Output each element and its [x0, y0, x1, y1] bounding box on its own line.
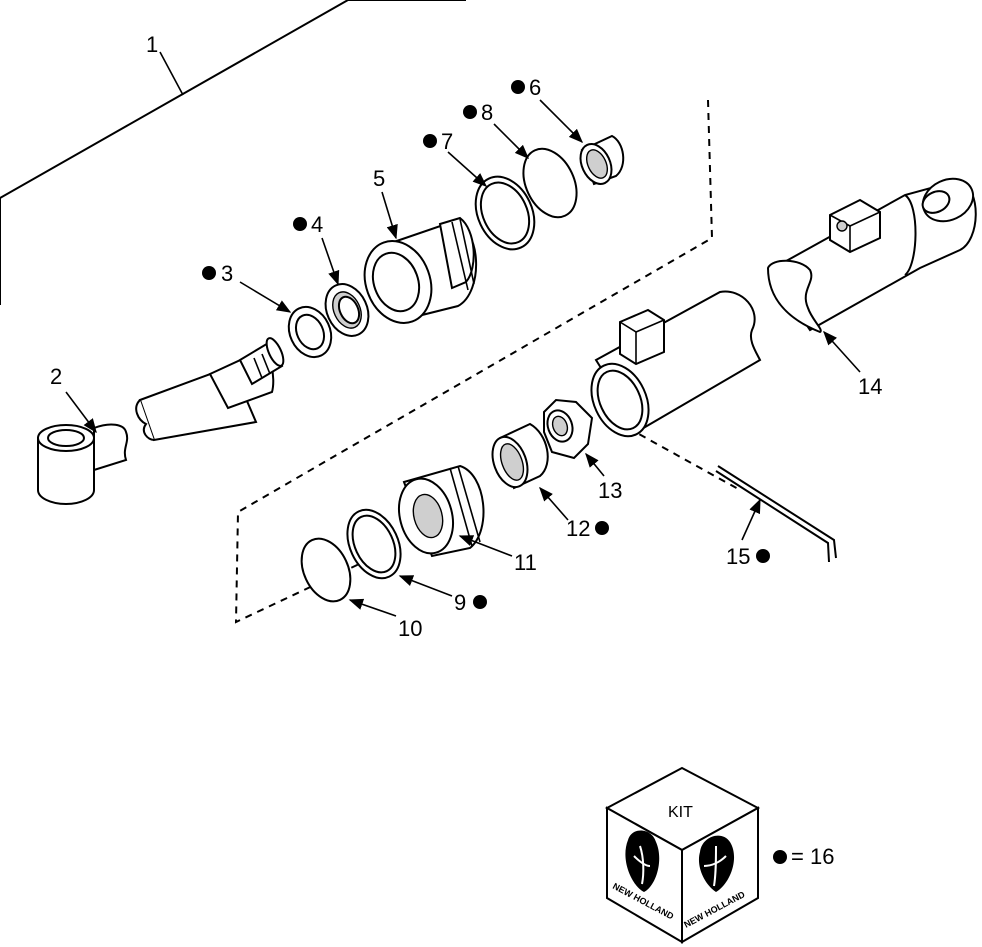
- callout-11: 11: [514, 550, 537, 575]
- callout-12: 12: [566, 516, 590, 541]
- kit-marker-icon: [473, 595, 487, 609]
- kit-boundary-dashed: [234, 99, 714, 624]
- callout-7: 7: [441, 129, 453, 154]
- callout-1: 1: [146, 32, 158, 57]
- bushing-part-6: [579, 134, 625, 186]
- pin-part-15: [715, 465, 837, 563]
- kit-marker-icon: [423, 134, 437, 148]
- kit-legend: = 16: [791, 844, 834, 869]
- kit-marker-icon: [202, 266, 216, 280]
- leader-arrows: [65, 99, 861, 617]
- seal-part-3: [287, 305, 333, 359]
- callout-6: 6: [529, 75, 541, 100]
- kit-marker-icon: [773, 850, 787, 864]
- callout-2: 2: [50, 364, 62, 389]
- kit-marker-icon: [756, 549, 770, 563]
- kit-marker-icon: [293, 217, 307, 231]
- backup-ring-part-7: [474, 175, 536, 251]
- assembly-bracket-line: [0, 0, 466, 305]
- callout-15: 15: [726, 544, 750, 569]
- bushing-part-12: [491, 422, 549, 490]
- rod-dashed-guide: [627, 427, 741, 491]
- o-ring-part-10: [300, 537, 352, 603]
- callout-4: 4: [311, 212, 323, 237]
- callout-labels: 1 2 3 4 5 6 7 8 9 10 11 12 13 14 15: [50, 32, 882, 641]
- barrel-cutaway-part: [590, 290, 762, 438]
- callout-14: 14: [858, 374, 882, 399]
- callout-3: 3: [221, 261, 233, 286]
- new-holland-leaf-icon: [625, 830, 660, 892]
- kit-marker-icon: [463, 105, 477, 119]
- kit-box: KIT NEW HOLLAND NEW HOLLAND = 16: [604, 766, 834, 944]
- callout-5: 5: [373, 166, 385, 191]
- kit-marker-icons: [202, 80, 787, 864]
- nut-part-13: [543, 398, 594, 460]
- kit-marker-icon: [595, 521, 609, 535]
- backup-ring-part-9: [346, 508, 402, 580]
- callout-8: 8: [481, 100, 493, 125]
- rod-eye-part: [37, 423, 129, 505]
- gland-part-5: [363, 216, 477, 324]
- kit-marker-icon: [511, 80, 525, 94]
- piston-part-11: [398, 464, 485, 558]
- wiper-part-4: [324, 283, 370, 337]
- callout-10: 10: [398, 616, 422, 641]
- callout-13: 13: [598, 478, 622, 503]
- piston-rod-part: [135, 337, 285, 442]
- kit-box-label: KIT: [668, 804, 693, 821]
- new-holland-leaf-icon: [698, 835, 735, 892]
- o-ring-part-8: [522, 147, 578, 219]
- barrel-part-14: [766, 177, 977, 334]
- callout-9: 9: [454, 590, 466, 615]
